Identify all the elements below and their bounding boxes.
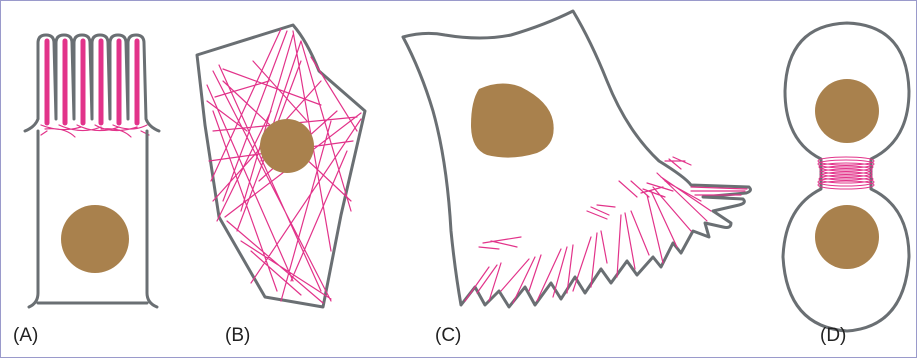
panel-b-nucleus bbox=[260, 119, 314, 173]
panel-c-cell bbox=[403, 11, 750, 307]
panel-d-nucleus-bottom bbox=[815, 205, 879, 269]
panel-a-label: (A) bbox=[13, 325, 38, 347]
panel-c-label: (C) bbox=[435, 325, 461, 347]
panel-b-label: (B) bbox=[225, 325, 250, 347]
panel-a-cell bbox=[25, 35, 159, 307]
panel-d-contractile-ring bbox=[818, 157, 874, 189]
panel-c-nucleus bbox=[471, 83, 554, 157]
panel-d-nucleus-top bbox=[815, 79, 879, 143]
panel-d-cell bbox=[783, 23, 909, 331]
panel-b-cell bbox=[197, 25, 365, 307]
panel-c-actin-bundles bbox=[465, 157, 747, 303]
panel-c-membrane bbox=[403, 11, 750, 307]
panel-a-nucleus bbox=[61, 205, 129, 273]
panel-d-label: (D) bbox=[820, 325, 846, 347]
